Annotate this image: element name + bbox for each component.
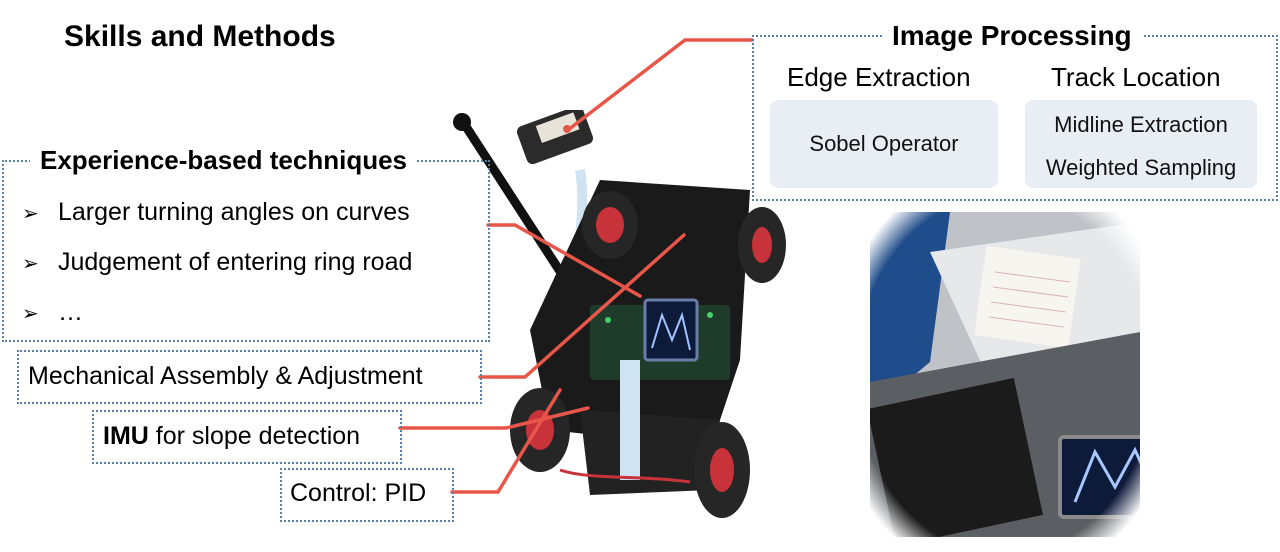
control-label: Control: PID	[290, 479, 427, 507]
experience-item-text: Larger turning angles on curves	[58, 198, 410, 226]
imu-bold: IMU	[103, 422, 149, 450]
control-box	[280, 468, 454, 522]
arrow-bullet-icon: ➢	[22, 203, 39, 225]
imu-rest: for slope detection	[148, 422, 361, 450]
experience-item: ➢ Judgement of entering ring road	[22, 248, 412, 277]
midline-extraction-label: Midline Extraction	[1054, 112, 1228, 137]
imu-label: IMU for slope detection	[103, 422, 360, 451]
edge-extraction-heading: Edge Extraction	[787, 62, 971, 92]
mechanical-label: Mechanical Assembly & Adjustment	[28, 362, 423, 390]
mechanical-box	[17, 350, 482, 404]
track-location-card: Midline Extraction Weighted Sampling	[1025, 100, 1257, 188]
robot-car-photo	[453, 110, 786, 518]
sobel-operator-label: Sobel Operator	[809, 131, 959, 156]
arrow-bullet-icon: ➢	[22, 303, 39, 325]
experience-item: ➢…	[22, 298, 83, 327]
experience-item-text: Judgement of entering ring road	[58, 248, 413, 276]
sobel-operator-card: Sobel Operator	[770, 100, 998, 188]
experience-heading: Experience-based techniques	[30, 145, 418, 176]
imu-box	[92, 410, 402, 464]
page-title: Skills and Methods	[64, 20, 336, 53]
arrow-bullet-icon: ➢	[22, 253, 39, 275]
image-processing-heading: Image Processing	[882, 20, 1142, 52]
track-photo	[870, 212, 1140, 537]
weighted-sampling-label: Weighted Sampling	[1045, 155, 1237, 180]
experience-item-text: …	[58, 298, 83, 326]
track-location-heading: Track Location	[1051, 62, 1221, 92]
experience-item: ➢ Larger turning angles on curves	[22, 198, 410, 227]
